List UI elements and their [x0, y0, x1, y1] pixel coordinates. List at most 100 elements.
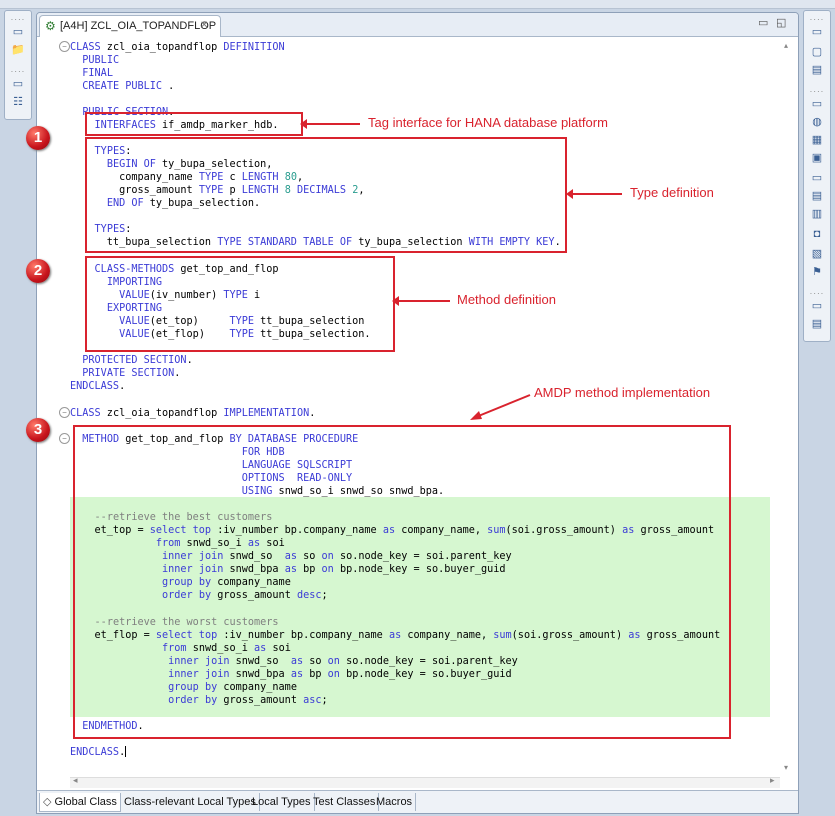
code-line[interactable]: CREATE PUBLIC . [82, 81, 175, 92]
annotation-type-definition: Type definition [630, 185, 714, 200]
code-line[interactable]: PRIVATE SECTION. [82, 368, 181, 379]
restore-icon[interactable]: ▭ [811, 98, 823, 110]
scroll-right-icon[interactable]: ▸ [770, 775, 775, 785]
view-icon[interactable]: ▢ [811, 46, 823, 58]
code-line[interactable]: OPTIONS READ-ONLY [241, 473, 353, 484]
outline-icon[interactable]: ☷ [13, 96, 23, 108]
annotation-method-definition: Method definition [457, 292, 557, 307]
code-line[interactable]: ENDCLASS. [70, 381, 126, 392]
flag-icon[interactable]: ⚑ [812, 266, 822, 278]
properties-icon[interactable]: ◍ [812, 116, 822, 128]
code-line[interactable]: inner join snwd_bpa as bp on bp.node_key… [162, 564, 506, 575]
highlight-box-method-def [85, 256, 395, 352]
code-line[interactable]: TYPES: [94, 146, 132, 157]
code-line[interactable]: group by company_name [162, 577, 291, 588]
tab-class-relevant-local-types[interactable]: Class-relevant Local Types [121, 793, 260, 811]
drag-handle-icon[interactable]: ···· [809, 289, 825, 298]
highlight-box-interface [85, 112, 303, 136]
code-line[interactable]: IMPORTING [106, 277, 163, 288]
diamond-icon: ◇ [43, 796, 52, 808]
code-line[interactable]: company_name TYPE c LENGTH 80, [70, 172, 304, 183]
editor-tab-bar: ⚙ [A4H] ZCL_OIA_TOPANDFLOP ✕ ▭ ◱ [37, 13, 798, 37]
code-line[interactable]: FOR HDB [241, 447, 285, 458]
code-line[interactable]: ENDMETHOD. [82, 721, 144, 732]
code-line[interactable]: BEGIN OF ty_bupa_selection, [106, 159, 273, 170]
step-badge-2: 2 [26, 259, 50, 283]
code-line[interactable]: INTERFACES if_amdp_marker_hdb. [94, 120, 279, 131]
tab-local-types[interactable]: Local Types [249, 793, 315, 811]
drag-handle-icon[interactable]: ···· [10, 67, 26, 76]
code-line[interactable]: EXPORTING [106, 303, 163, 314]
left-trim-stack: ···· ▭ 📁 ···· ▭ ☷ [4, 10, 32, 120]
drag-handle-icon[interactable]: ···· [10, 15, 26, 24]
code-line[interactable]: from snwd_so_i as soi [162, 643, 291, 654]
code-line[interactable]: inner join snwd_so as so on so.node_key … [162, 551, 512, 562]
sqlscript-code-highlight [70, 497, 770, 717]
close-icon[interactable]: ✕ [200, 20, 209, 31]
tab-global-class[interactable]: ◇ Global Class [39, 793, 121, 812]
fold-toggle-icon[interactable]: − [59, 41, 70, 52]
code-line[interactable]: CLASS zcl_oia_topandflop DEFINITION [70, 42, 285, 53]
code-line[interactable]: METHOD get_top_and_flop BY DATABASE PROC… [82, 434, 359, 445]
task-icon[interactable]: ▧ [811, 248, 823, 260]
code-line[interactable]: --retrieve the worst customers [94, 617, 279, 628]
annotation-tag-interface: Tag interface for HANA database platform [368, 115, 608, 130]
tab-macros[interactable]: Macros [373, 793, 417, 811]
code-line[interactable]: inner join snwd_bpa as bp on bp.node_key… [168, 669, 512, 680]
tab-title: [A4H] ZCL_OIA_TOPANDFLOP [60, 20, 217, 32]
tab-label: Global Class [54, 796, 117, 808]
annotation-arrow [566, 189, 622, 199]
package-explorer-icon[interactable]: 📁 [11, 44, 25, 56]
code-line[interactable]: PUBLIC [82, 55, 120, 66]
code-line[interactable]: --retrieve the best customers [94, 512, 273, 523]
bookmarks-icon[interactable]: ▣ [811, 152, 823, 164]
drag-handle-icon[interactable]: ···· [809, 87, 825, 96]
code-line[interactable]: VALUE(et_flop) TYPE tt_bupa_selection. [119, 329, 371, 340]
code-line[interactable]: et_flop = select top :iv_number bp.compa… [70, 630, 721, 641]
feed-icon[interactable]: ◘ [813, 228, 821, 240]
code-line[interactable]: group by company_name [168, 682, 297, 693]
code-line[interactable]: order by gross_amount asc; [168, 695, 328, 706]
code-line[interactable]: VALUE(iv_number) TYPE i [119, 290, 261, 301]
console-icon[interactable]: ▭ [811, 172, 823, 184]
scroll-up-icon[interactable]: ▴ [784, 41, 789, 50]
drag-handle-icon[interactable]: ···· [809, 15, 825, 24]
tab-test-classes[interactable]: Test Classes [310, 793, 380, 811]
code-line[interactable]: from snwd_so_i as soi [155, 538, 285, 549]
scroll-down-icon[interactable]: ▾ [784, 763, 789, 772]
tab-zcl-oia-topandflop[interactable]: ⚙ [A4H] ZCL_OIA_TOPANDFLOP ✕ [39, 15, 221, 37]
code-line[interactable]: TYPES: [94, 224, 132, 235]
transport-icon[interactable]: ▤ [811, 190, 823, 202]
view-icon[interactable]: ▤ [811, 64, 823, 76]
restore-icon[interactable]: ▭ [12, 78, 24, 90]
minimize-icon[interactable]: ▭ [758, 17, 769, 29]
code-line[interactable]: VALUE(et_top) TYPE tt_bupa_selection [119, 316, 365, 327]
problems-icon[interactable]: ▦ [811, 134, 823, 146]
code-line[interactable]: tt_bupa_selection TYPE STANDARD TABLE OF… [70, 237, 561, 248]
code-line[interactable]: gross_amount TYPE p LENGTH 8 DECIMALS 2, [70, 185, 365, 196]
editor-bottom-tabs: ◇ Global Class Class-relevant Local Type… [37, 790, 798, 813]
code-line[interactable]: USING snwd_so_i snwd_so snwd_bpa. [241, 486, 445, 497]
code-line[interactable]: et_top = select top :iv_number bp.compan… [70, 525, 715, 536]
book-icon[interactable]: ▥ [811, 208, 823, 220]
maximize-icon[interactable]: ◱ [776, 17, 787, 29]
restore-icon[interactable]: ▭ [811, 300, 823, 312]
code-line[interactable]: order by gross_amount desc; [162, 590, 328, 601]
horizontal-scrollbar[interactable] [70, 777, 780, 788]
code-area[interactable]: CLASS zcl_oia_topandflop DEFINITION PUBL… [37, 13, 798, 783]
code-line[interactable]: LANGUAGE SQLSCRIPT [241, 460, 353, 471]
code-line[interactable]: CLASS zcl_oia_topandflop IMPLEMENTATION. [70, 408, 316, 419]
code-line[interactable]: inner join snwd_so as so on so.node_key … [168, 656, 518, 667]
restore-icon[interactable]: ▭ [811, 26, 823, 38]
annotation-arrow [470, 394, 531, 420]
restore-icon[interactable]: ▭ [12, 26, 24, 38]
code-line[interactable]: CLASS-METHODS get_top_and_flop [94, 264, 279, 275]
fold-toggle-icon[interactable]: − [59, 407, 70, 418]
code-line[interactable]: PROTECTED SECTION. [82, 355, 193, 366]
code-line[interactable]: END OF ty_bupa_selection. [106, 198, 261, 209]
scroll-left-icon[interactable]: ◂ [73, 775, 78, 785]
code-line[interactable]: FINAL [82, 68, 113, 79]
fold-toggle-icon[interactable]: − [59, 433, 70, 444]
clipboard-icon[interactable]: ▤ [811, 318, 823, 330]
code-line[interactable]: ENDCLASS. [70, 746, 127, 758]
